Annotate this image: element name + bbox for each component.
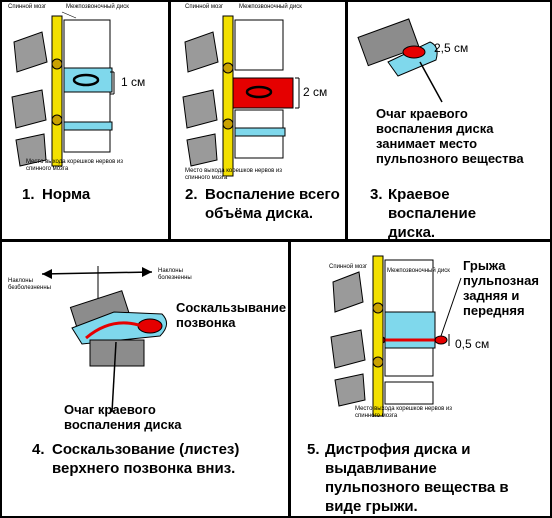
hernia-label: Грыжа пульпозная задняя и передняя (463, 258, 539, 318)
label-nerve-exit: Место выхода корешков нервов из спинного… (26, 159, 124, 172)
caption-number: 5. (307, 441, 320, 458)
caption-number: 3. (370, 186, 383, 203)
label-intervertebral-disc: Межпозвоночный диск (239, 4, 302, 10)
measure-label: 2 см (303, 85, 328, 99)
inflamed-disc (228, 77, 294, 109)
hernia-diagram (330, 255, 462, 417)
listhesis-diagram (41, 266, 167, 413)
caption: Дистрофия диска и выдавливание пульпозно… (325, 441, 509, 515)
caption-number: 4. (32, 441, 45, 458)
label-spinal-cord: Спинной мозг (185, 4, 224, 10)
spine-diagram-normal (11, 11, 115, 167)
panel-listhesis: Наклоны безболезненны Наклоны болезненны… (0, 240, 290, 518)
caption: Воспаление всего объёма диска. (205, 186, 340, 222)
panel-normal: Спинной мозг Межпозвоночный диск 1 см Ме… (0, 0, 170, 241)
slipping-label: Соскальзывание позвонка (176, 300, 287, 330)
spine-diagram-inflamed (182, 15, 300, 177)
panel-full-inflammation: Спинной мозг Межпозвоночный диск 2 см Ме… (169, 0, 347, 241)
nucleus-ring (72, 73, 100, 87)
label-spinal-cord: Спинной мозг (329, 264, 368, 270)
label-intervertebral-disc: Межпозвоночный диск (66, 4, 129, 10)
caption: Соскальзование (листез) верхнего позвонк… (52, 441, 240, 477)
measure-label: 0,5 см (455, 337, 490, 351)
panel-hernia: Спинной мозг Межпозвоночный диск Грыжа п… (289, 240, 552, 518)
label-nerve-exit: Место выхода корешков нервов из спинного… (355, 406, 453, 419)
measure-label: 1 см (121, 75, 146, 89)
label-spinal-cord: Спинной мозг (8, 4, 47, 10)
panel-marginal-inflammation: 2,5 см Очаг краевого воспаления диска за… (346, 0, 552, 241)
label-intervertebral-disc: Межпозвоночный диск (387, 268, 450, 274)
label-nerve-exit: Место выхода корешков нервов из спинного… (185, 168, 283, 181)
inflammation-focus (402, 45, 426, 59)
tilt-painful: Наклоны болезненны (158, 268, 192, 281)
caption: Краевое воспаление диска. (388, 186, 477, 241)
disc-diagram-marginal (357, 18, 443, 103)
measure-label: 2,5 см (434, 41, 469, 55)
caption: Норма (42, 186, 91, 203)
caption-number: 1. (22, 186, 35, 203)
annotation: Очаг краевого воспаления диска занимает … (376, 106, 524, 166)
focus-label: Очаг краевого воспаления диска (64, 402, 182, 432)
caption-number: 2. (185, 186, 198, 203)
tilt-painless: Наклоны безболезненны (8, 278, 51, 291)
